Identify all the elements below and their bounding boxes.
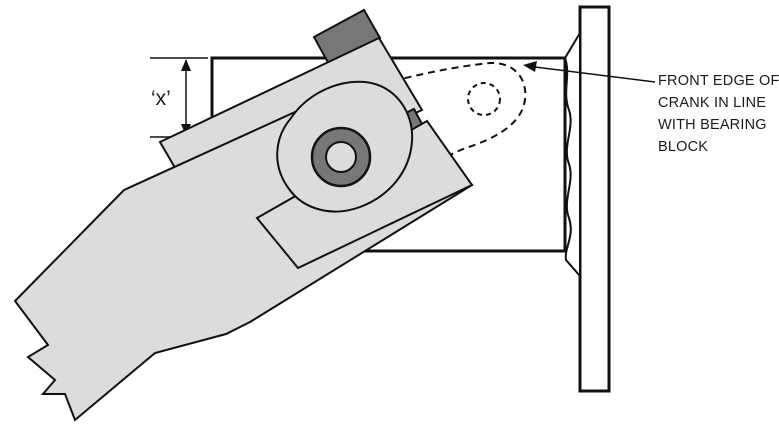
mounting-plate (578, 5, 611, 393)
weld-bead (563, 29, 581, 279)
callout-text: FRONT EDGE OF CRANK IN LINE WITH BEARING… (658, 70, 779, 158)
callout-line-2: CRANK IN LINE (658, 95, 767, 111)
callout-line-1: FRONT EDGE OF (658, 73, 779, 89)
dimension-x-label: ‘x’ (151, 87, 171, 110)
shaft-center (325, 141, 357, 173)
crank-hidden-hole (467, 82, 501, 116)
callout-line-4: BLOCK (658, 139, 709, 155)
callout-line-3: WITH BEARING (658, 117, 767, 133)
callout-leader (523, 61, 656, 83)
crank-hidden-outline (264, 61, 527, 230)
